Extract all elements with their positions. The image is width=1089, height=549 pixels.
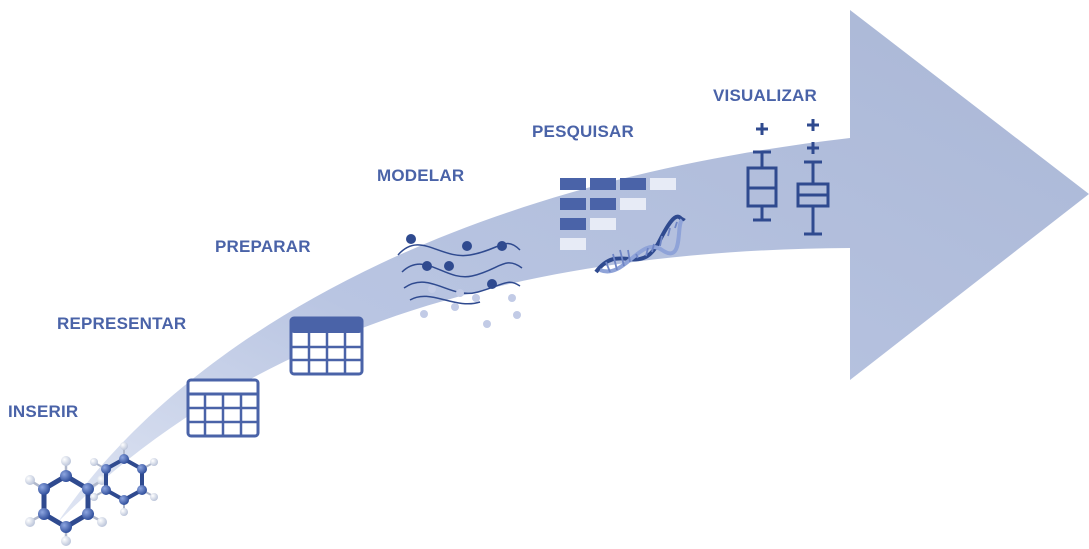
- boxplot-right: [796, 119, 830, 236]
- boxplot-left: [746, 123, 778, 222]
- heatmap-dna-icon: [560, 178, 686, 274]
- workflow-arrow: [58, 10, 1089, 522]
- benzene-ring-large: [41, 473, 91, 530]
- step-label-representar: REPRESENTAR: [57, 314, 187, 333]
- heatmap-icon: [560, 178, 676, 250]
- step-label-visualizar: VISUALIZAR: [713, 86, 817, 105]
- table-grid-icon: [186, 378, 260, 438]
- dna-icon: [594, 214, 686, 274]
- table-header-icon: [289, 316, 364, 376]
- benzene-ring-small: [104, 456, 144, 503]
- molecule-icon: [25, 442, 158, 546]
- scatter-curves-icon: [397, 234, 523, 328]
- step-label-pesquisar: PESQUISAR: [532, 122, 634, 141]
- step-label-inserir: INSERIR: [8, 402, 79, 421]
- step-label-modelar: MODELAR: [377, 166, 465, 185]
- boxplot-icon: [746, 119, 830, 236]
- step-label-preparar: PREPARAR: [215, 237, 311, 256]
